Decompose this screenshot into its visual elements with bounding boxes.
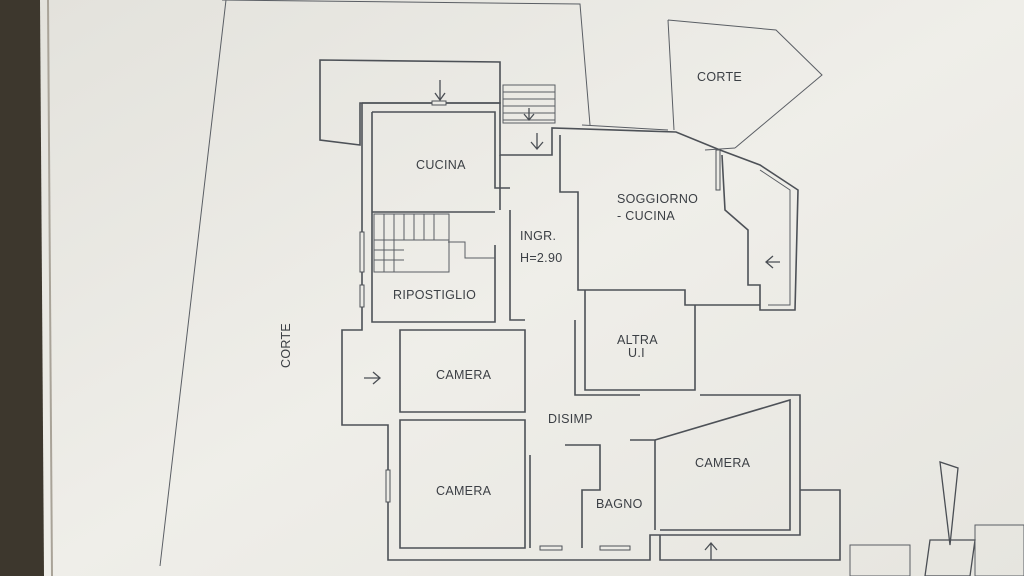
label-cucina: CUCINA [416,158,466,172]
stairs-west [373,213,450,273]
label-soggiorno-1: SOGGIORNO [617,192,698,206]
walls-inner [371,111,791,549]
label-camera-west: CAMERA [436,368,492,382]
compass-north-icon [849,461,1024,576]
binder-line [47,0,53,576]
label-camera-southwest: CAMERA [436,484,492,498]
label-soggiorno-2: - CUCINA [617,209,675,223]
lot-boundary [159,0,823,567]
corridor-details [448,147,791,306]
north-terrace [319,59,501,146]
label-altra-1: ALTRA [617,333,658,347]
paper-sheet [40,0,1024,576]
label-disimpegno: DISIMP [548,412,593,426]
label-bagno: BAGNO [596,497,643,511]
label-camera-east: CAMERA [695,456,751,470]
window-marks [359,100,721,551]
label-corte-west: CORTE [279,323,293,368]
walls-outer [341,102,841,561]
arrow-icon [364,80,780,560]
label-height: H=2.90 [520,251,562,265]
label-corte-north: CORTE [697,70,742,84]
label-ripostiglio: RIPOSTIGLIO [393,288,476,302]
label-ingresso: INGR. [520,229,556,243]
label-altra-2: U.I [628,346,645,360]
